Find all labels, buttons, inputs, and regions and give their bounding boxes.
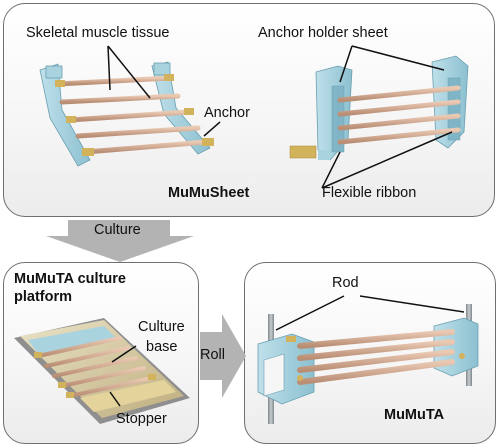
culture-arrow [46,220,194,262]
rod-leader-lines [275,295,465,331]
label-culture: Culture [138,319,185,335]
mumuta-title: MuMuTA [384,407,445,423]
mumusheet-panel [3,3,495,217]
roll-arrow-label: Roll [200,347,225,363]
culture-platform-illustration [14,318,190,424]
label-base: base [146,339,178,355]
label-anchor: Anchor [204,105,250,121]
label-flexible-ribbon: Flexible ribbon [322,185,417,201]
mumuta-illustration [257,304,479,424]
platform-title-line1: MuMuTA culture [14,271,126,287]
mumusheet-flat-illustration [39,61,214,167]
label-stopper: Stopper [116,411,167,427]
platform-leader-lines [109,345,137,407]
label-anchor-holder-sheet: Anchor holder sheet [258,25,388,41]
platform-title-line2: platform [14,289,72,305]
mumusheet-title: MuMuSheet [168,185,250,201]
top-leader-lines [107,45,453,189]
label-skeletal-muscle-tissue: Skeletal muscle tissue [26,25,170,41]
mumusheet-curved-illustration [289,55,469,161]
label-rod: Rod [332,275,359,291]
roll-arrow [200,314,246,398]
culture-arrow-label: Culture [94,222,141,238]
